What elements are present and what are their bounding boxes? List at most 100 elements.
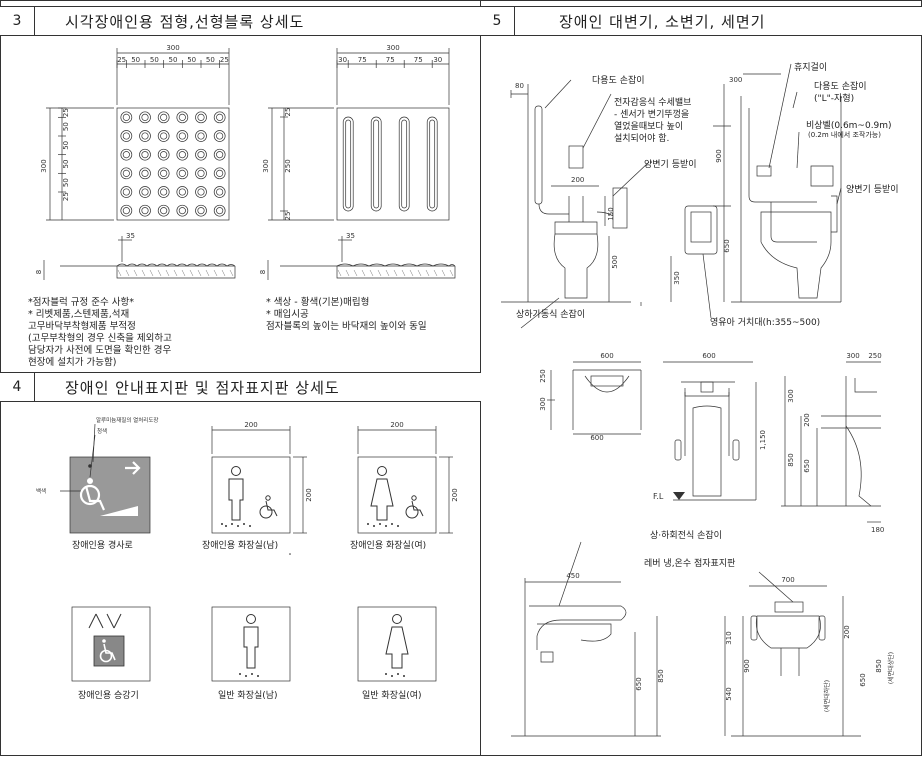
block-notes-right: * 색상 - 황색(기본)매립형 * 매입시공 점자블록의 높이는 바닥재의 높… bbox=[266, 297, 427, 332]
dot-bump-inner bbox=[122, 188, 130, 196]
dot-bump-inner bbox=[216, 132, 224, 140]
sign-caption: 일반 화장실(남) bbox=[218, 691, 278, 701]
dim-segment: 50 bbox=[131, 56, 140, 64]
dot-bump bbox=[176, 130, 189, 142]
dim-sign-height: 200 bbox=[451, 488, 459, 501]
basin-vlabel-top: (세면대상단) bbox=[887, 652, 895, 684]
section-number: 4 bbox=[0, 373, 35, 401]
dot-bump bbox=[176, 204, 189, 217]
dot-bump bbox=[213, 130, 226, 142]
dot-bump bbox=[139, 204, 151, 217]
section-5-header: 5 장애인 대변기, 소변기, 세면기 bbox=[480, 6, 922, 36]
dim-sign-width: 200 bbox=[390, 421, 403, 429]
dot-bump-inner bbox=[122, 207, 130, 215]
dot-bump-inner bbox=[216, 188, 224, 196]
line-bar-inner bbox=[345, 119, 352, 209]
dim-segment: 75 bbox=[414, 56, 423, 64]
dot-bump bbox=[120, 130, 133, 142]
dim-basin-450: 450 bbox=[566, 572, 579, 580]
label-bell-sub: (0.2m 내에서 조작가능) bbox=[808, 131, 881, 139]
dot-bump bbox=[120, 204, 133, 217]
dot-bump-inner bbox=[122, 169, 130, 177]
dim-section-line: 35 bbox=[346, 232, 355, 240]
dim-segment: 50 bbox=[169, 56, 178, 64]
dim-toilet-900: 900 bbox=[715, 149, 723, 162]
line-bar bbox=[426, 116, 438, 212]
dim-toilet-300: 300 bbox=[729, 76, 742, 84]
dot-bump-inner bbox=[122, 113, 130, 121]
dim-urinal-180: 180 bbox=[871, 526, 884, 534]
dot-bump-inner bbox=[122, 132, 130, 140]
fixture-drawings: 80 300 200 150 900 650 500 350 600 600 2… bbox=[501, 63, 895, 737]
dot-bump-inner bbox=[141, 188, 149, 196]
dim-line-left-end2: 25 bbox=[284, 212, 292, 221]
callout-blue: 청색 bbox=[97, 427, 107, 435]
dim-basin-650: 650 bbox=[635, 677, 643, 690]
dot-bump bbox=[120, 186, 133, 198]
dot-bump-inner bbox=[160, 132, 168, 140]
dot-bump bbox=[176, 186, 189, 198]
dot-bump-inner bbox=[141, 132, 149, 140]
section-title: 장애인 안내표지판 및 점자표지판 상세도 bbox=[65, 378, 340, 397]
label-baby-table: 영유아 거치대(h:355~500) bbox=[710, 318, 821, 328]
dim-toilet-80: 80 bbox=[515, 82, 524, 90]
sign-drawings: 200 200 200 200 알루미늄재질의 열처리도장 청색 백색 bbox=[36, 416, 459, 682]
dim-segment: 25 bbox=[220, 56, 229, 64]
dim-segment: 25 bbox=[62, 108, 70, 117]
dot-bump-inner bbox=[141, 151, 149, 159]
dim-sign-height: 200 bbox=[305, 488, 313, 501]
section-4-header: 4 장애인 안내표지판 및 점자표지판 상세도 bbox=[0, 372, 481, 402]
dim-segment: 25 bbox=[62, 192, 70, 201]
dim-basin-200: 200 bbox=[843, 625, 851, 638]
dot-bump-inner bbox=[178, 113, 186, 121]
dot-bump bbox=[195, 111, 207, 124]
dot-bump-inner bbox=[216, 151, 224, 159]
dim-dot-total: 300 bbox=[166, 44, 179, 52]
dot-bump-inner bbox=[197, 207, 205, 215]
label-sensor: 전자감응식 수세밸브 - 센서가 변기뚜껑을 열었을때보다 높이 설치되어야 함… bbox=[614, 98, 692, 144]
dim-segment: 25 bbox=[117, 56, 126, 64]
dot-bump bbox=[139, 130, 151, 142]
dim-toilet-200: 200 bbox=[571, 176, 584, 184]
label-basin-grab: 상·하회전식 손잡이 bbox=[650, 531, 722, 541]
line-bar-inner bbox=[373, 119, 380, 209]
dot-bump-inner bbox=[122, 151, 130, 159]
dim-segment: 50 bbox=[62, 141, 70, 150]
dot-bump-inner bbox=[178, 169, 186, 177]
dot-bump bbox=[176, 167, 189, 180]
dim-line-left-mid: 250 bbox=[284, 159, 292, 172]
label-emergency-bell: 비상벨(0.6m~0.9m) bbox=[806, 121, 892, 131]
dot-bump-inner bbox=[216, 113, 224, 121]
dim-urinal-200: 200 bbox=[803, 413, 811, 426]
line-bar-inner bbox=[401, 119, 408, 209]
dim-toilet-500: 500 bbox=[611, 255, 619, 268]
dot-bump bbox=[157, 186, 170, 198]
dim-segment: 75 bbox=[386, 56, 395, 64]
floor-level: F.L bbox=[653, 492, 664, 501]
dot-bump-inner bbox=[216, 207, 224, 215]
dot-bump-inner bbox=[197, 132, 205, 140]
label-tissue: 휴지걸이 bbox=[794, 63, 828, 73]
dim-segment: 50 bbox=[62, 122, 70, 131]
sign-caption: 장애인용 경사로 bbox=[72, 541, 133, 551]
dim-line-left-end: 25 bbox=[284, 108, 292, 117]
dim-line-total: 300 bbox=[386, 44, 399, 52]
dot-bump-inner bbox=[160, 188, 168, 196]
dim-urinal-300: 300 bbox=[539, 397, 547, 410]
dim-urinal-600-top: 600 bbox=[600, 352, 613, 360]
dim-toilet-650: 650 bbox=[723, 239, 731, 252]
dim-sign-width: 200 bbox=[244, 421, 257, 429]
label-backrest-left: 양변기 등받이 bbox=[644, 160, 697, 170]
dim-basin-850r: 850 bbox=[875, 659, 883, 672]
section-number: 3 bbox=[0, 7, 35, 35]
dim-dot-left-total: 300 bbox=[40, 159, 48, 172]
dot-bump-inner bbox=[178, 207, 186, 215]
dim-segment: 30 bbox=[338, 56, 347, 64]
dot-bump bbox=[213, 148, 226, 161]
dim-urinal-600: 600 bbox=[590, 434, 603, 442]
dim-section-dot: 35 bbox=[126, 232, 135, 240]
label-lift-grab: 상하가동식 손잡이 bbox=[516, 310, 586, 320]
dot-bump bbox=[120, 167, 133, 180]
